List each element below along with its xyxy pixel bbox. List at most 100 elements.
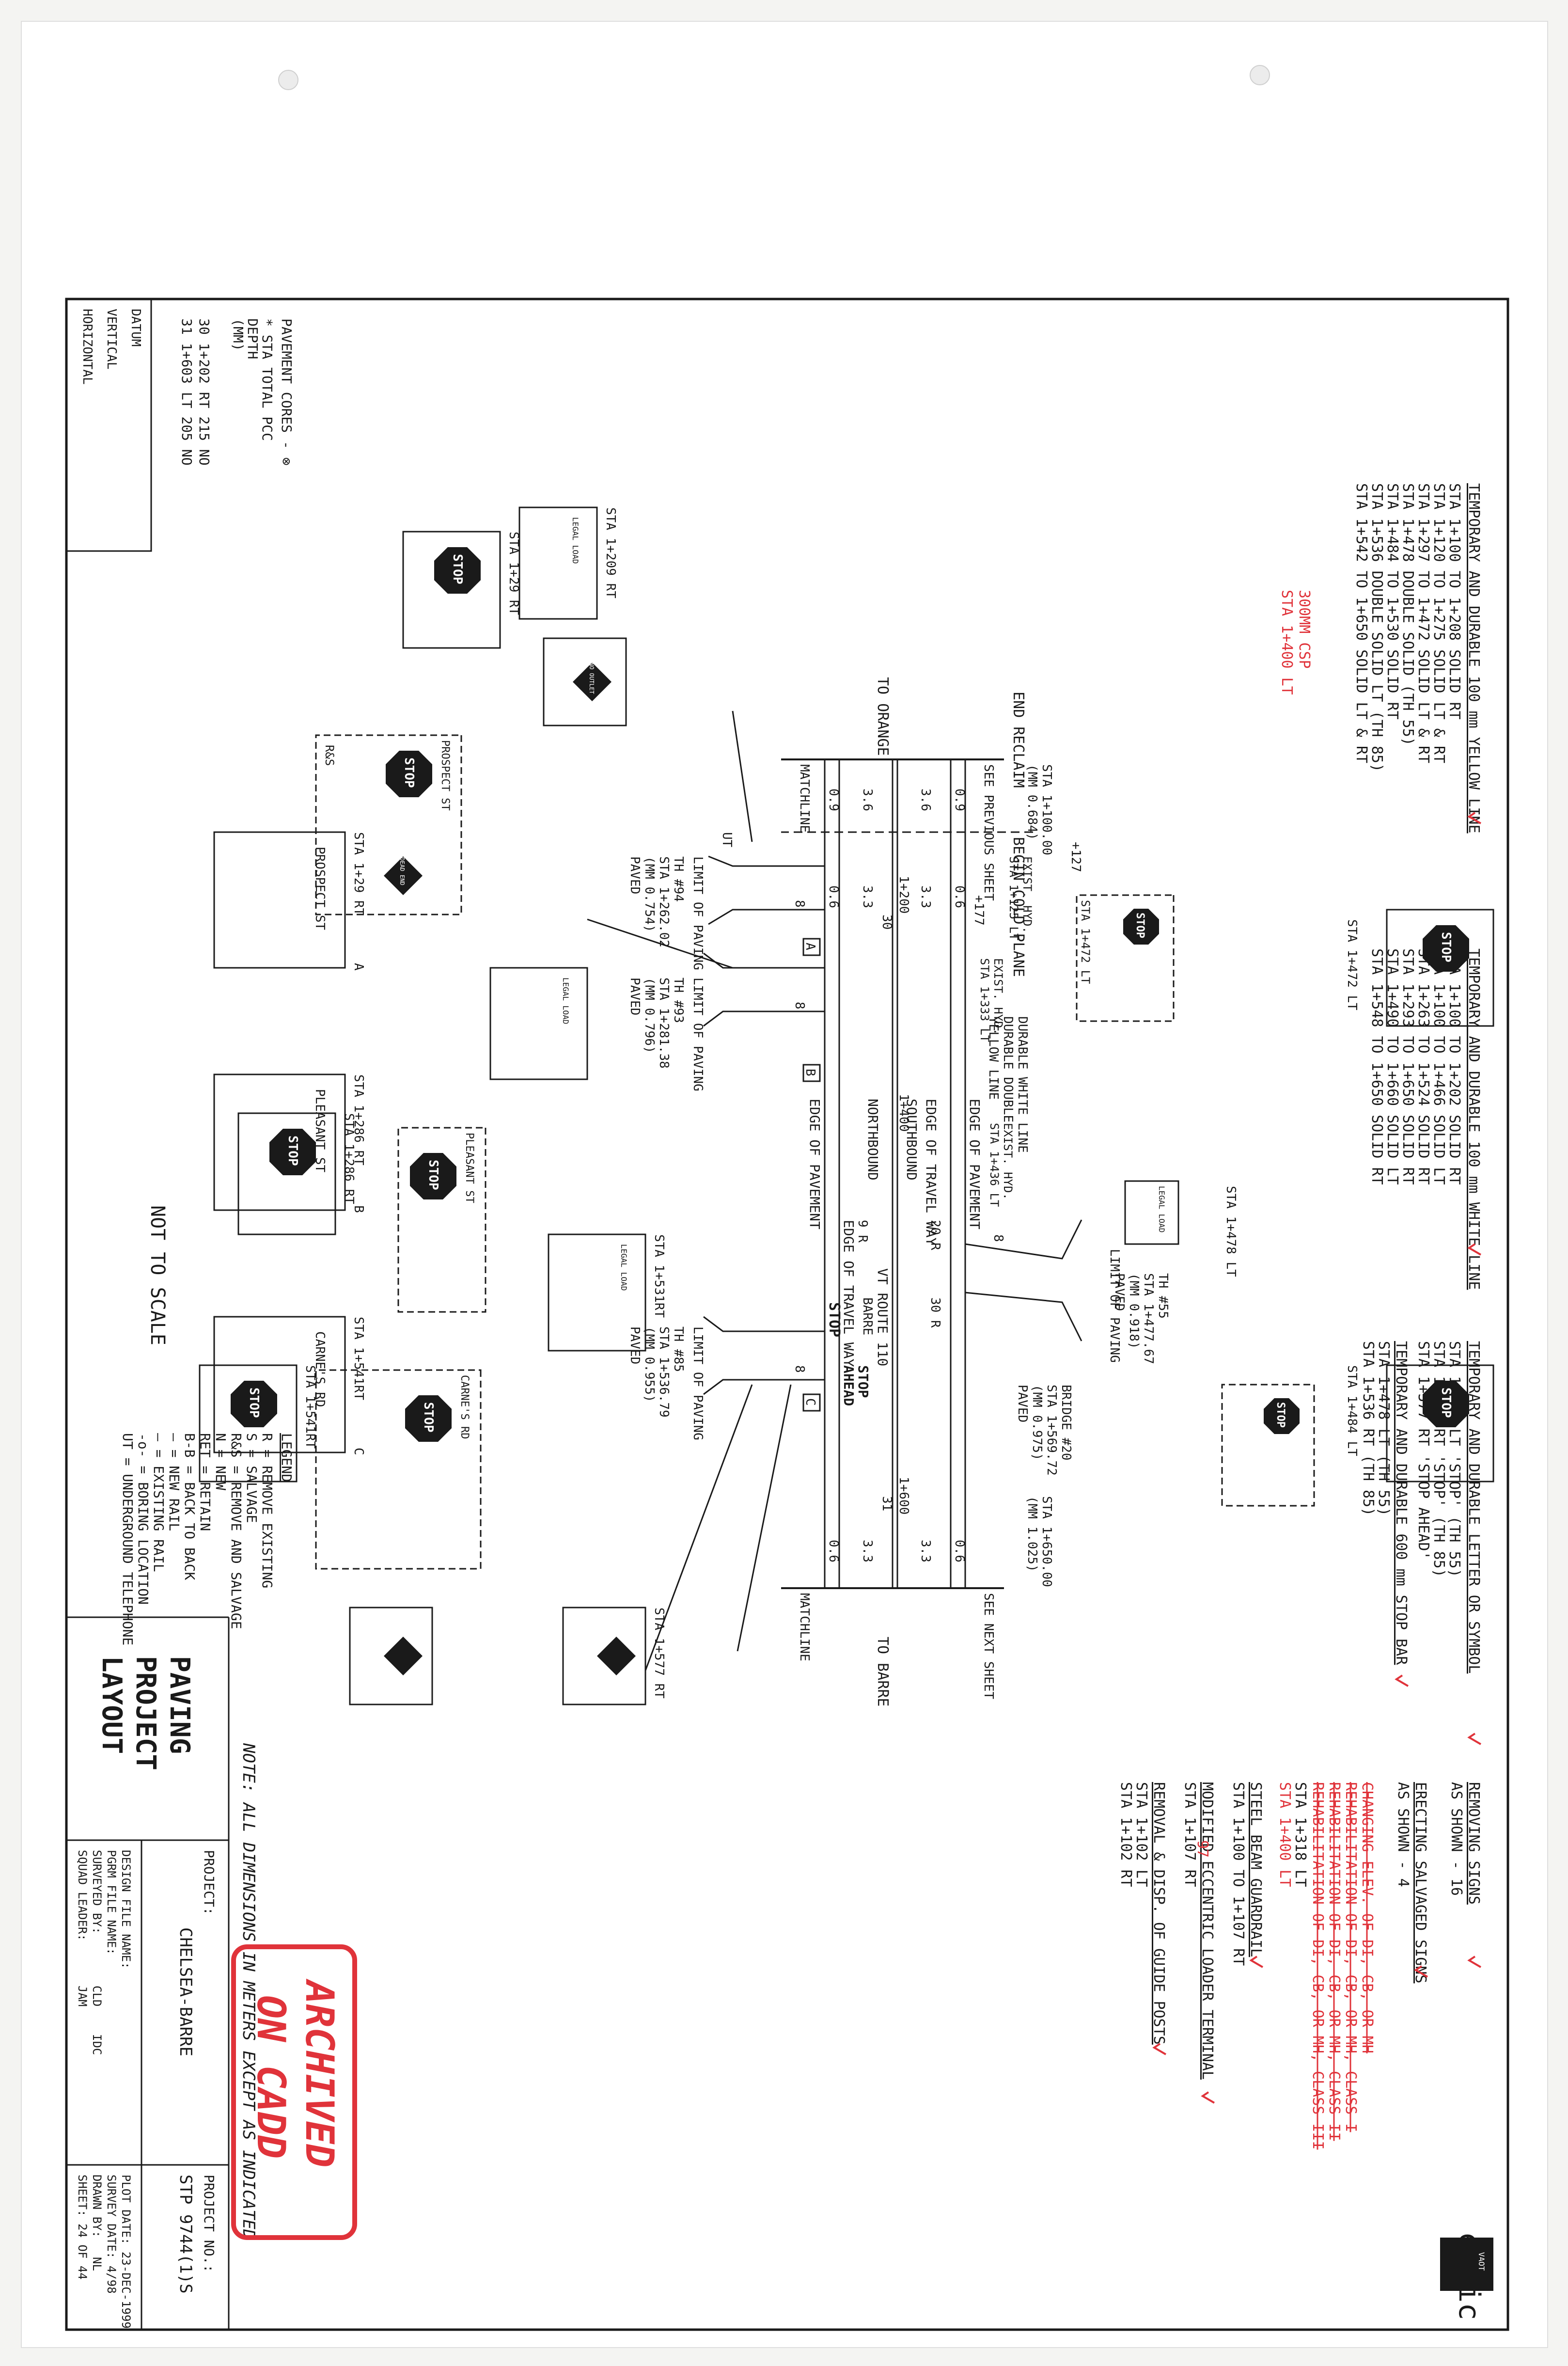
stop-sign-icon	[1423, 1381, 1469, 1427]
sign-box-1286-stop	[237, 1112, 336, 1235]
limit-paving-93: LIMIT OF PAVING	[690, 978, 705, 1091]
dim: 3.3	[860, 885, 875, 908]
bridge-label: BRIDGE #20	[1059, 1385, 1073, 1461]
datum-title: DATUM	[128, 309, 143, 347]
exist-hyd-3: EXIST. HYD.	[1001, 1123, 1015, 1200]
dim: 8	[991, 1234, 1005, 1242]
detail-a-mark: A	[351, 963, 366, 971]
sta-start: STA 1+100.00	[1039, 764, 1054, 855]
title-block: PAVING PROJECT LAYOUT PROJECT: CHELSEA-B…	[66, 1616, 1493, 2330]
legend-item: B-B = BACK TO BACK	[182, 1433, 198, 1580]
stamp-border	[231, 1944, 357, 2240]
cld: CLD	[90, 1986, 104, 2006]
dim: 30 R	[928, 1297, 942, 1328]
exist-hyd-1-sta: STA 1+125 LT	[1007, 856, 1020, 940]
dim: 0.9	[826, 789, 841, 811]
sign-box-carnes	[315, 1369, 482, 1570]
dim: 0.6	[826, 885, 841, 908]
sign-sta: STA 1+478 LT	[1223, 1186, 1238, 1277]
detail-c-sta: STA 1+541RT	[351, 1317, 366, 1401]
stop-sign-text: STOP	[247, 1388, 261, 1418]
stop-sign-text: STOP	[1274, 1402, 1286, 1428]
edge-pavement-label: EDGE OF PAVEMENT	[967, 1099, 983, 1230]
dim: 0.9	[952, 789, 967, 811]
detail-b-sta: STA 1+286 RT	[351, 1074, 366, 1166]
stop-sign-icon	[405, 1395, 452, 1442]
dim: 3.6	[918, 789, 933, 811]
legend-item: — = EXISTING RAIL	[151, 1433, 167, 1572]
struck-rehab: CHANGING ELEV. OF DI, CB, OR MH REHABILI…	[1309, 1782, 1376, 2150]
edge-travel-label: EDGE OF TRAVEL WAY	[923, 1099, 939, 1246]
csp-note-line2: STA 1+400 LT	[1278, 590, 1295, 695]
rehab-class-1: REHABILITATION OF DI, CB, OR MH, CLASS I	[1342, 1782, 1359, 2132]
stop-sign-icon	[269, 1129, 316, 1175]
to-orange: TO ORANGE	[874, 677, 891, 756]
detail-b-mark: B	[351, 1205, 366, 1213]
section-c-text: C	[803, 1398, 817, 1406]
rehab-class-3: REHABILITATION OF DI, CB, OR MH, CLASS I…	[1309, 1782, 1326, 2150]
squad-leader-value: JAM	[76, 1986, 89, 2006]
check-mark-icon	[1152, 2043, 1167, 2055]
dim: 8	[792, 1002, 807, 1009]
th93-sta: STA 1+281.38	[657, 978, 671, 1069]
legal-load-text: LEGAL LOAD	[571, 517, 580, 564]
dim: 8	[792, 900, 807, 908]
datum-vertical: VERTICAL	[104, 309, 119, 369]
detail-c-mark: C	[351, 1448, 366, 1455]
section-c-marker	[802, 1393, 821, 1412]
notes-letters-symbols: TEMPORARY AND DURABLE LETTER OR SYMBOL S…	[1360, 1341, 1482, 1673]
white-line-row: STA 1+548 TO 1+650 SOLID RT	[1368, 948, 1385, 1185]
dim: 8	[792, 1365, 807, 1373]
stop-sign-text: STOP	[285, 1136, 300, 1166]
sign-sta: STA 1+541RT	[303, 1365, 317, 1449]
stop-sign-text: STOP	[1439, 1388, 1453, 1418]
edge-pavement-label-bottom: EDGE OF PAVEMENT	[807, 1099, 823, 1230]
stop-sign-text: STOP	[402, 757, 416, 788]
check-mark-icon	[1249, 1956, 1264, 1968]
th55-mm: (MM 0.918)	[1127, 1273, 1141, 1349]
yellow-line-row: STA 1+536 DOUBLE SOLID LT (TH 85)	[1368, 483, 1385, 772]
detail-box-c	[213, 1316, 346, 1453]
th85-sta: STA 1+536.79	[657, 1326, 671, 1418]
road-stop-marking: STOP	[826, 1302, 843, 1337]
section-a-text: A	[803, 943, 817, 950]
th94-mm: (MM 0.754)	[642, 856, 657, 932]
letters-row: STA 1+478 LT 'STOP' (TH 55)	[1446, 1341, 1463, 1577]
changing-elev: CHANGING ELEV. OF DI, CB, OR MH	[1359, 1782, 1376, 2053]
station-1400: 1+400	[896, 1094, 911, 1132]
cores-header1: * STA TOTAL PCC	[259, 318, 275, 441]
notes-yellow-line: TEMPORARY AND DURABLE 100 mm YELLOW LINE…	[1353, 483, 1482, 833]
stop-sign-text: STOP	[1439, 932, 1453, 962]
no-outlet-sign-icon	[573, 662, 612, 701]
legend-item: N = NEW	[213, 1433, 229, 1490]
check-mark-icon	[1467, 1243, 1482, 1256]
white-line-row: STA 1+263 TO 1+524 SOLID RT	[1415, 948, 1432, 1185]
dim: 3.3	[918, 885, 933, 908]
leader-line	[737, 1384, 792, 1652]
cores-title: PAVEMENT CORES - ⊗	[279, 318, 295, 465]
detail-boxes: STA 1+29 RT PROSPECT ST A STA 1+286 RT P…	[213, 831, 366, 1455]
dim: 9 R	[855, 1220, 870, 1243]
check-mark-icon	[1467, 1733, 1482, 1745]
ut-label: UT	[720, 832, 734, 848]
no-outlet-text: NO OUTLET	[588, 662, 595, 694]
csp-note-line1: 300MM CSP	[1296, 590, 1313, 669]
guide-posts: REMOVAL & DISP. OF GUIDE POSTS	[1150, 1782, 1167, 2045]
sign-box-129	[402, 531, 501, 649]
leader-line	[644, 1384, 753, 1671]
sign-box-1209	[518, 506, 598, 620]
stop-sign-text: STOP	[450, 554, 465, 584]
sign-box-1472-b	[1386, 909, 1494, 1027]
yellow-line-row: STA 1+297 TO 1+472 SOLID LT & RT	[1415, 483, 1432, 763]
dim: 3.3	[860, 1540, 875, 1562]
warning-sign-icon	[384, 1637, 423, 1675]
legend-item: R&S = REMOVE AND SALVAGE	[228, 1433, 244, 1629]
sheet-title-2: PROJECT	[130, 1656, 161, 1770]
station-1600: 1+600	[896, 1477, 911, 1514]
end-reclaim: END RECLAIM	[1010, 692, 1027, 788]
bridge-paved: PAVED	[1015, 1385, 1030, 1422]
warning-sign-icon	[597, 1637, 636, 1675]
detail-a-sta: STA 1+29 RT	[351, 832, 366, 916]
section-a-marker	[802, 938, 821, 956]
stop-ahead-marking-2: AHEAD	[841, 1365, 857, 1406]
